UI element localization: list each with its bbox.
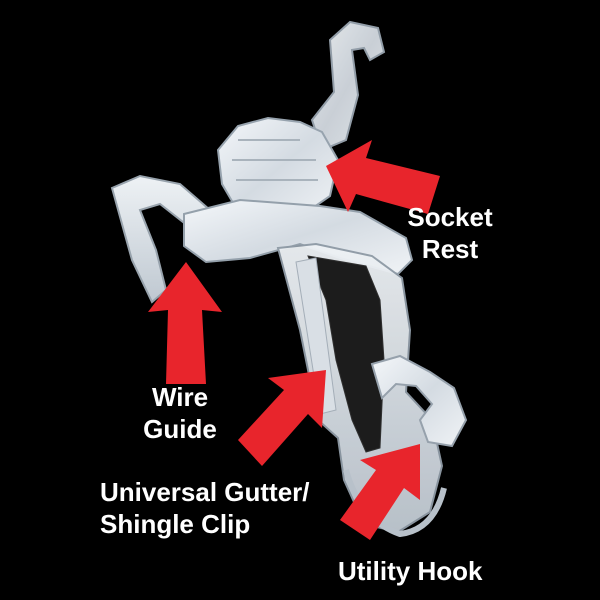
socket-rest-label-line1: Socket: [407, 202, 493, 232]
utility-hook-label: Utility Hook: [338, 555, 498, 587]
wire-guide-shape: [110, 174, 216, 304]
wire-guide-label: Wire Guide: [120, 381, 240, 445]
black-tab-shape: [307, 255, 385, 453]
socket-rest-label-line2: Rest: [421, 234, 479, 264]
gutter-clip-label: Universal Gutter/ Shingle Clip: [100, 476, 350, 540]
socket-rest-label: Socket Rest: [392, 201, 508, 265]
gutter-clip-label-line2: Shingle Clip: [100, 509, 251, 539]
wire-guide-arrow: [148, 262, 222, 384]
gutter-clip-arrow: [238, 370, 326, 466]
top-hook-shape: [310, 20, 386, 152]
wire-guide-label-line2: Guide: [143, 414, 217, 444]
utility-hook-label-line1: Utility Hook: [338, 556, 483, 586]
gutter-clip-label-line1: Universal Gutter/: [100, 477, 310, 507]
wire-guide-label-line1: Wire: [151, 382, 209, 412]
socket-rest-arrow: [326, 140, 440, 214]
utility-hook-arrow: [340, 444, 420, 540]
utility-hook-shape: [370, 354, 468, 448]
